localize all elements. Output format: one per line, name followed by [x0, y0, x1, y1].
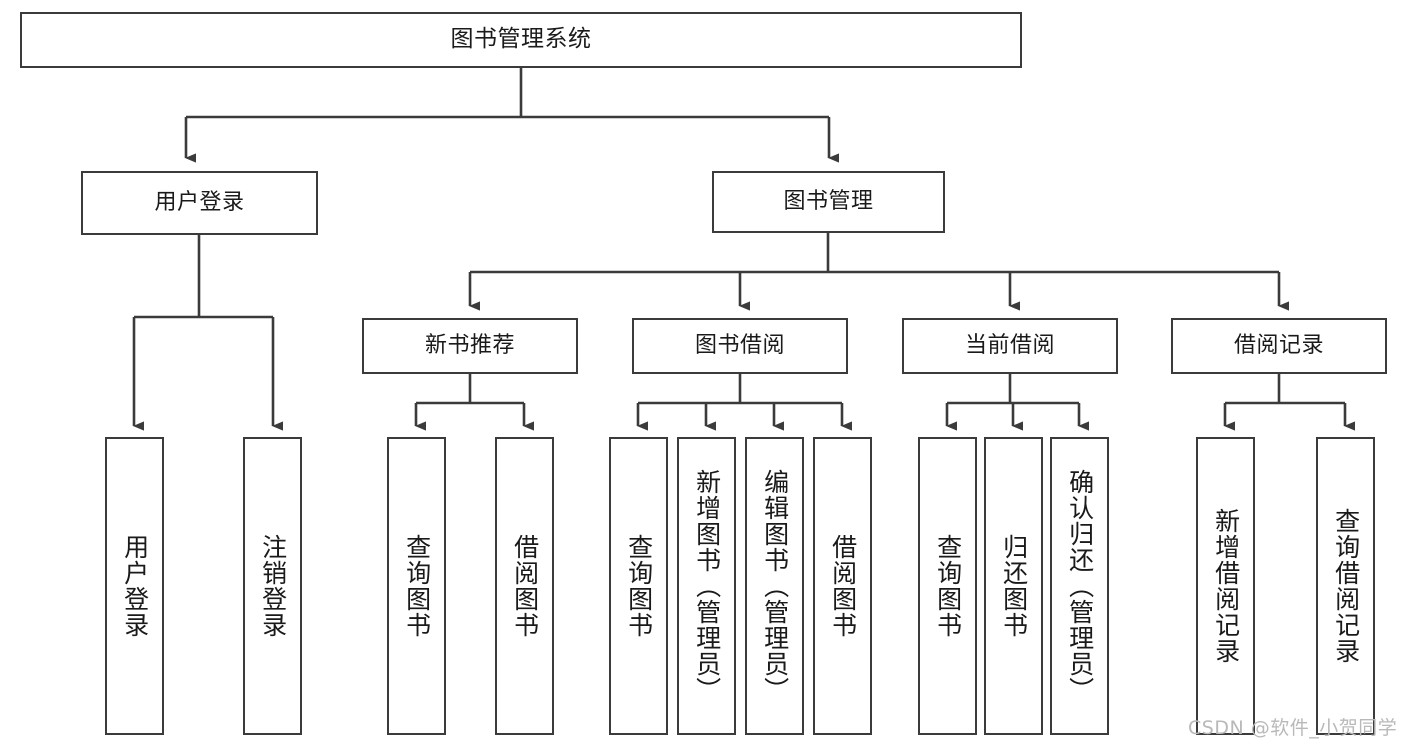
node-label: 当前借阅 — [964, 333, 1055, 359]
leaf-user-login[interactable]: 用户登录 — [105, 437, 164, 735]
node-root-book-management-system[interactable]: 图书管理系统 — [20, 12, 1022, 68]
node-label: 借阅图书 — [510, 534, 540, 638]
leaf-query-borrow-record[interactable]: 查询借阅记录 — [1316, 437, 1375, 735]
leaf-add-borrow-record[interactable]: 新增借阅记录 — [1196, 437, 1255, 735]
node-label: 借阅图书 — [828, 534, 858, 638]
node-label: 图书管理 — [783, 189, 874, 215]
leaf-user-logout[interactable]: 注销登录 — [243, 437, 302, 735]
node-label: 查询图书 — [402, 534, 432, 638]
node-label: 查询图书 — [933, 534, 963, 638]
node-label: 借阅记录 — [1233, 333, 1324, 359]
node-label: 查询借阅记录 — [1331, 508, 1361, 664]
leaf-confirm-return-admin[interactable]: 确认归还（管理员） — [1050, 437, 1109, 735]
node-book-borrow[interactable]: 图书借阅 — [632, 318, 848, 374]
node-label: 查询图书 — [624, 534, 654, 638]
leaf-query-book-current[interactable]: 查询图书 — [918, 437, 977, 735]
node-label: 注销登录 — [258, 534, 288, 638]
node-label: 用户登录 — [154, 190, 245, 216]
node-book-management[interactable]: 图书管理 — [712, 171, 945, 233]
node-label: 新增借阅记录 — [1211, 508, 1241, 664]
leaf-add-book-admin[interactable]: 新增图书（管理员） — [677, 437, 736, 735]
node-label: 新书推荐 — [424, 333, 515, 359]
node-current-borrow[interactable]: 当前借阅 — [902, 318, 1118, 374]
node-label: 用户登录 — [120, 534, 150, 638]
leaf-query-book-recommend[interactable]: 查询图书 — [387, 437, 446, 735]
node-label: 确认归还（管理员） — [1065, 469, 1095, 703]
leaf-return-book[interactable]: 归还图书 — [984, 437, 1043, 735]
node-borrow-record[interactable]: 借阅记录 — [1171, 318, 1387, 374]
node-label: 图书管理系统 — [450, 26, 592, 53]
watermark: CSDN @软件_小贺同学 — [1188, 717, 1398, 739]
node-label: 图书借阅 — [694, 333, 785, 359]
leaf-borrow-book-recommend[interactable]: 借阅图书 — [495, 437, 554, 735]
leaf-query-book-borrow[interactable]: 查询图书 — [609, 437, 668, 735]
node-user-login[interactable]: 用户登录 — [81, 171, 318, 235]
leaf-edit-book-admin[interactable]: 编辑图书（管理员） — [745, 437, 804, 735]
node-label: 归还图书 — [999, 534, 1029, 638]
leaf-borrow-book[interactable]: 借阅图书 — [813, 437, 872, 735]
node-new-book-recommend[interactable]: 新书推荐 — [362, 318, 578, 374]
node-label: 编辑图书（管理员） — [760, 469, 790, 703]
node-label: 新增图书（管理员） — [692, 469, 722, 703]
